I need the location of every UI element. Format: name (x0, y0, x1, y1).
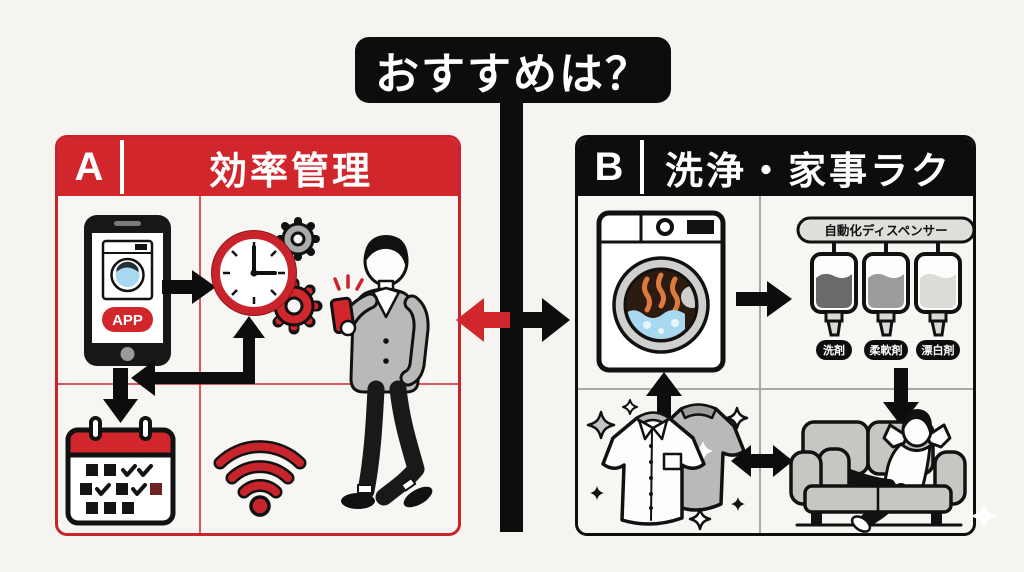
bottle-bleach-icon (914, 252, 962, 337)
label-softener: 柔軟剤 (869, 343, 903, 357)
arrow-double-icon (731, 445, 793, 477)
gear-gray-icon (276, 217, 320, 261)
panel-a-letter: A (74, 144, 104, 189)
label-detergent: 洗剤 (823, 343, 845, 357)
center-divider-bar (500, 98, 523, 532)
panel-a-header: A 効率管理 (58, 138, 458, 196)
panel-b-title: 洗浄・家事ラク (664, 150, 952, 193)
clean-shirts-icon (586, 399, 749, 531)
panel-b-letter: B (594, 144, 624, 189)
calendar-icon (65, 416, 176, 526)
arrow-right-icon (736, 281, 792, 317)
arrow-down-icon (103, 368, 138, 423)
notification-sparks-icon (333, 274, 364, 291)
label-bleach: 漂白剤 (922, 343, 955, 357)
arrow-connector-icon (131, 316, 265, 396)
sparkles-icon (586, 399, 749, 531)
heat-waves-icon (642, 272, 680, 313)
panel-b-vertical-guide (759, 196, 761, 533)
sparkle-icon (968, 500, 1000, 532)
washing-machine-icon (596, 210, 726, 373)
versus-arrows-icon (456, 298, 570, 342)
bottle-softener-icon (862, 252, 910, 337)
smartphone-app-icon: APP (84, 215, 171, 366)
panel-a-title: 効率管理 (208, 150, 373, 193)
panel-a-header-separator (120, 140, 124, 194)
question-banner: おすすめは？ (355, 37, 671, 103)
panel-a-vertical-guide (199, 196, 201, 533)
person-with-phone-icon (329, 235, 433, 509)
auto-dispenser-icon: 自動化ディスペンサー 洗剤 (796, 216, 973, 360)
app-badge-label: APP (112, 312, 143, 329)
panel-a-horizontal-guide (58, 383, 458, 385)
wifi-icon (213, 440, 307, 517)
arrow-right-black-icon (516, 298, 570, 342)
panel-b-header-separator (640, 140, 644, 194)
arrow-left-red-icon (456, 298, 510, 342)
dispenser-label: 自動化ディスペンサー (824, 223, 947, 238)
bottle-detergent-icon (810, 252, 858, 337)
panel-b-header: B 洗浄・家事ラク (578, 138, 973, 196)
clock-gears-icon (211, 217, 323, 335)
panel-a: A 効率管理 APP (55, 135, 461, 536)
panel-b: B 洗浄・家事ラク (575, 135, 976, 536)
arrow-right-icon (162, 270, 216, 304)
person-relaxing-couch-icon (789, 409, 967, 533)
arrow-up-icon (646, 372, 682, 430)
panel-b-horizontal-guide (578, 388, 973, 390)
question-text: おすすめは？ (375, 50, 651, 99)
